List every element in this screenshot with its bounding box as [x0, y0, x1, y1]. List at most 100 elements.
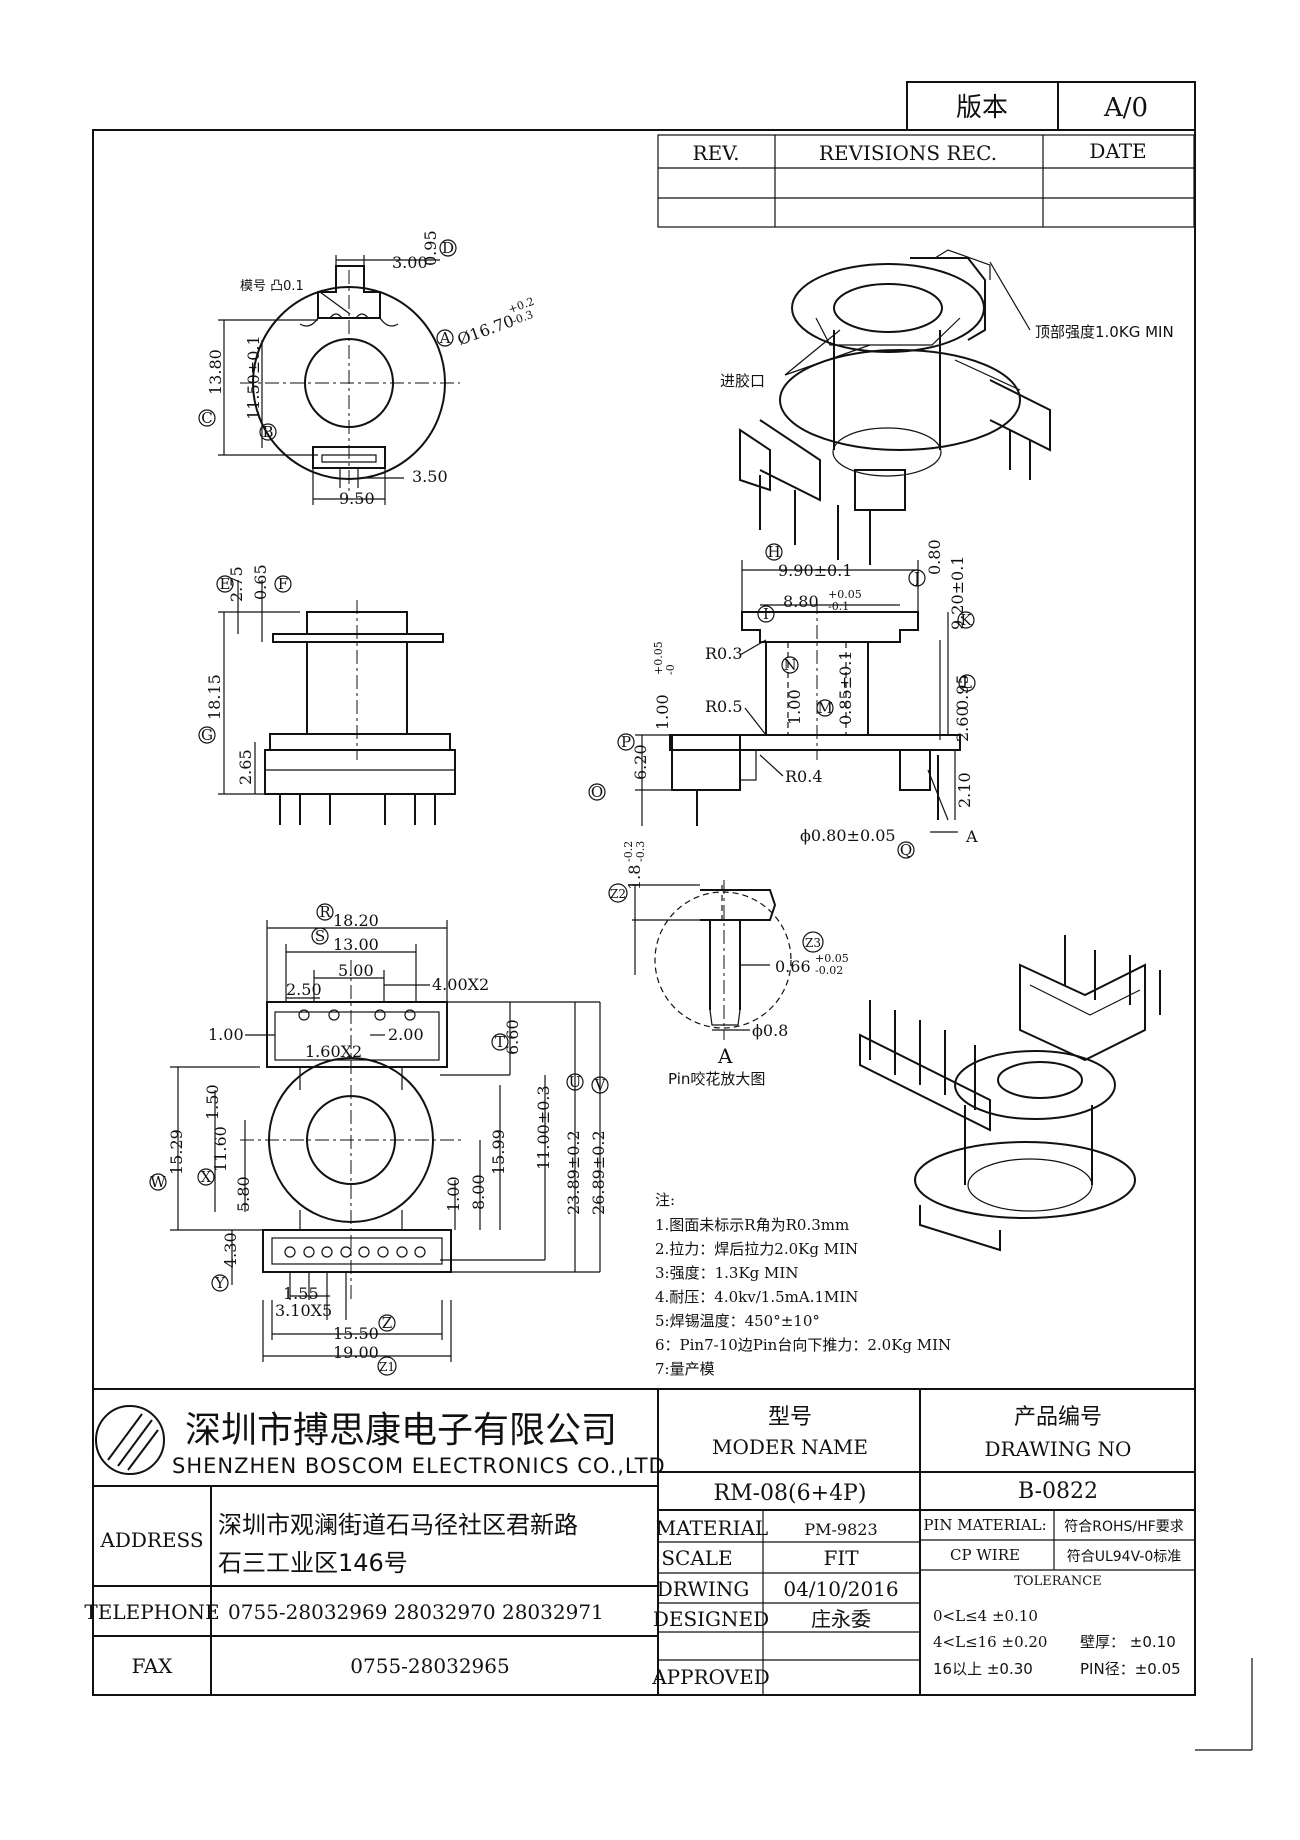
dim-920: 9.20±0.1 [948, 556, 967, 630]
mark-A2: A [965, 827, 978, 846]
iso-view-top: 顶部强度1.0KG MIN 进胶口 [720, 249, 1174, 565]
telephone-value: 0755-28032969 28032970 28032971 [228, 1600, 604, 1624]
drawing-frame [92, 129, 1196, 1696]
section-view: H 9.90±0.1 J 0.80 I 8.80 +0.05 -0.1 9.20… [588, 539, 978, 859]
dim-100b: 1.00 [785, 689, 804, 725]
ul-text: 符合UL94V-0标准 [1067, 1549, 1182, 1565]
telephone-label: TELEPHONE [84, 1600, 219, 1624]
tol-line1: 0<L≤4 ±0.10 [933, 1607, 1038, 1625]
dim-2689: 26.89±0.2 [589, 1130, 608, 1215]
pin-dia: ϕ0.80±0.05 [800, 826, 896, 845]
mark-X: X [201, 1168, 212, 1186]
pin-detail-caption: Pin咬花放大图 [668, 1070, 765, 1088]
mark-Z1: Z1 [379, 1360, 395, 1374]
dim-100-tol-up: +0.05 [652, 641, 665, 675]
address-label: ADDRESS [99, 1528, 203, 1552]
tol-line3: 16以上 ±0.30 [933, 1660, 1033, 1678]
mark-I: I [763, 605, 769, 623]
pin-material-value: CP WIRE [950, 1546, 1020, 1564]
tol-line2: 4<L≤16 ±0.20 [933, 1633, 1047, 1651]
dim-066: 0.66 [775, 957, 811, 976]
mark-A: A [439, 329, 451, 347]
dim-18-tol-dn: -0.3 [634, 841, 647, 862]
dim-300: 3.00 [392, 253, 428, 272]
note-item-2: 2.拉力：焊后拉力2.0Kg MIN [655, 1240, 858, 1258]
dim-066-tol-dn: -0.02 [815, 964, 843, 977]
mark-J: J [912, 569, 920, 587]
mark-O: O [591, 783, 603, 801]
r04: R0.4 [785, 767, 823, 786]
notes-title: 注: [655, 1191, 675, 1209]
dim-1815: 18.15 [205, 674, 224, 720]
dim-150: 1.50 [203, 1084, 222, 1120]
mark-F: F [278, 575, 288, 593]
dim-100a: 1.00 [653, 694, 672, 730]
pin-material-label: PIN MATERIAL: [923, 1516, 1046, 1534]
address-line2: 石三工业区146号 [218, 1549, 408, 1577]
drawing-label-en: DRAWING NO [985, 1437, 1132, 1461]
dim-066-tol-up: +0.05 [815, 952, 849, 965]
dim-400x2: 4.00X2 [432, 975, 489, 994]
drawing-value: B-0822 [1018, 1479, 1098, 1504]
note-item-5: 5:焊锡温度：450°±10° [655, 1312, 820, 1330]
dim-18: 1.8 [625, 865, 644, 890]
mark-K: K [960, 611, 972, 629]
mark-C: C [201, 409, 212, 427]
dim-990: 9.90±0.1 [778, 561, 852, 580]
mark-N: N [783, 656, 796, 674]
mark-W: W [150, 1173, 166, 1191]
mark-H: H [767, 543, 780, 561]
pin-detail-letter: A [717, 1044, 733, 1068]
dim-580: 5.80 [234, 1176, 253, 1212]
mark-L: L [962, 674, 972, 692]
dim-800: 8.00 [469, 1174, 488, 1210]
dim-095: 0.95 [421, 230, 440, 266]
tol-line2b: 壁厚： ±0.10 [1080, 1633, 1176, 1651]
scale-label: SCALE [661, 1546, 732, 1570]
r05: R0.5 [705, 697, 743, 716]
mark-D: D [442, 239, 454, 257]
dim-880-tol-dn: -0.1 [828, 600, 849, 613]
label-mold: 模号 凸0.1 [240, 279, 304, 294]
dim-08: ϕ0.8 [752, 1021, 788, 1040]
dim-1529: 15.29 [167, 1129, 186, 1175]
mark-Y: Y [214, 1274, 226, 1292]
mark-U: U [569, 1073, 582, 1091]
r03: R0.3 [705, 644, 743, 663]
mark-P: P [621, 733, 631, 751]
front-view: 2.75 E 0.65 F 18.15 G 2.65 [198, 564, 456, 825]
dim-1300: 13.00 [333, 935, 379, 954]
dim-1150: 11.50±0.1 [244, 335, 263, 420]
dim-500: 5.00 [338, 961, 374, 980]
dim-880: 8.80 [783, 592, 819, 611]
mark-Z2: Z2 [610, 887, 626, 901]
scale-value: FIT [823, 1546, 859, 1570]
notes: 注: 1.图面未标示R角为R0.3mm 2.拉力：焊后拉力2.0Kg MIN 3… [655, 1191, 951, 1378]
dim-950: 9.50 [339, 489, 375, 508]
designed-label: DESIGNED [653, 1607, 769, 1631]
mark-T: T [495, 1033, 505, 1051]
mark-Q: Q [900, 841, 912, 859]
fax-value: 0755-28032965 [350, 1654, 509, 1678]
rohs-text: 符合ROHS/HF要求 [1064, 1519, 1183, 1535]
dim-620: 6.20 [631, 744, 650, 780]
mark-G: G [201, 726, 213, 744]
model-value: RM-08(6+4P) [714, 1481, 867, 1506]
iso-view-bottom [859, 935, 1161, 1252]
mark-Z3: Z3 [805, 936, 821, 950]
drwing-label: DRWING [657, 1577, 750, 1601]
label-gate: 进胶口 [720, 372, 765, 390]
top-view: 3.00 0.95 D 模号 凸0.1 A Ø16.70 +0.2 -0.3 1… [198, 230, 536, 508]
dim-1900: 19.00 [333, 1343, 379, 1362]
version-box: 版本 A/0 [906, 81, 1196, 131]
dim-430: 4.30 [221, 1232, 240, 1268]
pin-detail: Z2 1.8 -0.2 -0.3 Z3 0.66 +0.05 -0.02 ϕ0.… [608, 841, 849, 1088]
dim-100-tol-dn: -0 [664, 664, 677, 675]
dim-160x2: 1.60X2 [305, 1042, 362, 1061]
model-label-en: MODER NAME [712, 1435, 868, 1459]
dim-080: 0.80 [925, 539, 944, 575]
dim-100-left: 1.00 [208, 1025, 244, 1044]
mark-E: E [220, 575, 231, 593]
note-item-1: 1.图面未标示R角为R0.3mm [655, 1216, 849, 1234]
mark-V: V [594, 1076, 607, 1094]
